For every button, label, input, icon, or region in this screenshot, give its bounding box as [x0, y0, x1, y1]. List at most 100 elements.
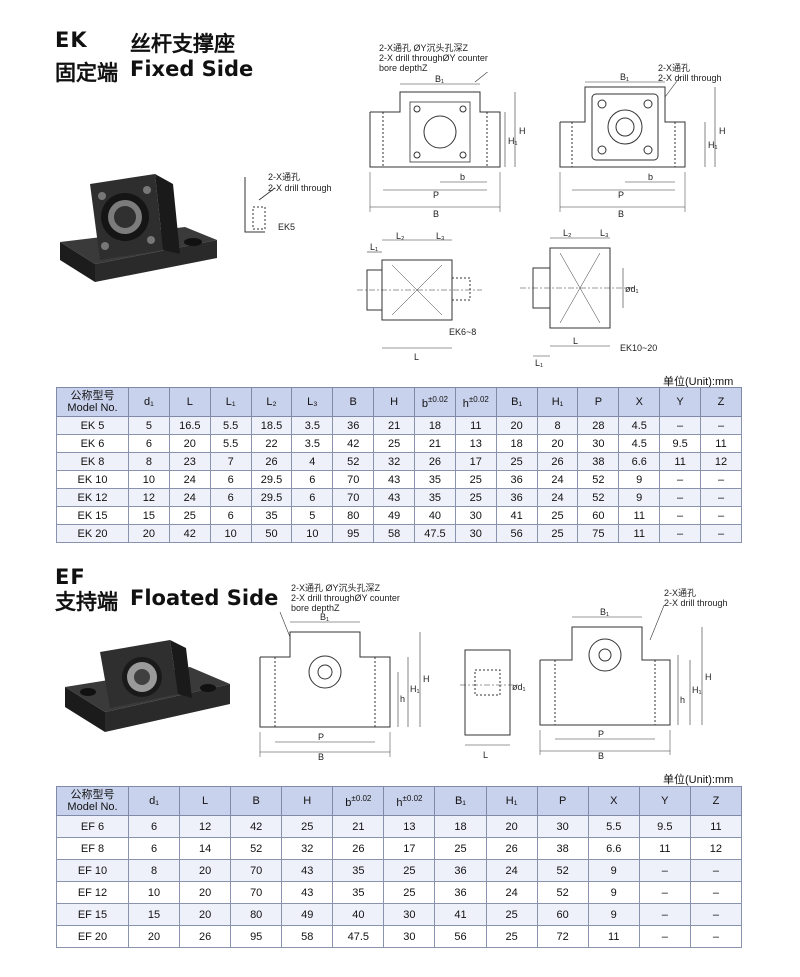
value-cell: 36	[495, 488, 538, 507]
ef-front-drawing: B₁ H H₁ h P B	[259, 612, 430, 762]
value-cell: 22	[250, 434, 293, 453]
value-cell: 10	[291, 524, 334, 543]
value-cell: 18	[414, 416, 456, 435]
value-cell: –	[700, 506, 742, 525]
ek-th-z: Z	[700, 387, 742, 417]
value-cell: 13	[454, 434, 497, 453]
value-cell: 18	[495, 434, 538, 453]
value-cell: 56	[434, 925, 487, 948]
value-cell: 8	[536, 416, 579, 435]
value-cell: –	[638, 925, 691, 948]
value-cell: 30	[536, 815, 589, 838]
value-cell: 9.5	[638, 815, 691, 838]
value-cell: 30	[454, 524, 497, 543]
ek68-section-drawing: L₂ L₃ L₁ L EK6~8	[357, 231, 482, 362]
ek2-dim-h1: H₁	[708, 140, 718, 150]
model-cell: EF 20	[56, 925, 129, 948]
ek-th-x: X	[618, 387, 661, 417]
value-cell: –	[659, 488, 702, 507]
ef2-dim-h: H	[705, 672, 712, 682]
value-cell: 26	[332, 837, 385, 860]
value-cell: 9	[618, 488, 661, 507]
value-cell: 6.6	[618, 452, 661, 471]
ef-th-b-small: b±0.02	[332, 786, 385, 816]
ef-note-th-cn: 2-X通孔	[664, 588, 697, 598]
ef-front-drawing-2: B₁ H H₁ h P B	[539, 605, 712, 760]
value-cell: 58	[373, 524, 416, 543]
model-cell: EF 15	[56, 903, 129, 926]
ef2-dim-bw: B	[598, 751, 604, 760]
ek-th-h: H	[373, 387, 416, 417]
value-cell: 25	[485, 925, 538, 948]
value-cell: 25	[454, 488, 497, 507]
value-cell: 25	[168, 506, 211, 525]
ek2-dim-bw: B	[618, 209, 624, 219]
value-cell: 30	[454, 506, 497, 525]
value-cell: 70	[230, 859, 283, 882]
value-cell: 52	[577, 470, 620, 489]
ek-dim-bw: B	[433, 209, 439, 219]
ek5-note-cn: 2-X通孔	[268, 172, 301, 182]
ek-side-cn: 固定端	[55, 61, 118, 85]
value-cell: 35	[332, 859, 385, 882]
value-cell: 43	[281, 859, 334, 882]
value-cell: 35	[414, 470, 456, 489]
value-cell: 12	[128, 488, 170, 507]
value-cell: 4	[291, 452, 334, 471]
ef-dim-h: H	[423, 674, 430, 684]
value-cell: 42	[230, 815, 283, 838]
value-cell: 24	[485, 881, 538, 904]
ek1020-dim-l1: L₁	[535, 358, 543, 368]
ek2-dim-h: H	[719, 126, 726, 136]
model-cell: EK 12	[56, 488, 129, 507]
ek-th-l2: L₂	[250, 387, 293, 417]
model-cell: EK 8	[56, 452, 129, 471]
value-cell: 17	[383, 837, 436, 860]
ef-code: EF	[55, 565, 86, 589]
ef-note-th-en: 2-X drill through	[664, 598, 728, 608]
ef-th-b: B	[230, 786, 283, 816]
ef-th-d1: d₁	[127, 786, 181, 816]
value-cell: 12	[179, 815, 232, 838]
value-cell: 36	[434, 859, 487, 882]
value-cell: 58	[281, 925, 334, 948]
ef-dim-b1: B₁	[320, 612, 329, 622]
value-cell: 20	[179, 859, 232, 882]
value-cell: 43	[373, 470, 416, 489]
value-cell: 16.5	[168, 416, 211, 435]
value-cell: 13	[383, 815, 436, 838]
value-cell: 25	[495, 452, 538, 471]
model-cell: EF 6	[56, 815, 129, 838]
value-cell: 11	[618, 524, 661, 543]
value-cell: –	[659, 506, 702, 525]
ek-front-drawing-2: B₁ H H₁ b P B	[559, 72, 726, 219]
value-cell: 40	[414, 506, 456, 525]
value-cell: 20	[179, 903, 232, 926]
value-cell: 70	[332, 470, 375, 489]
value-cell: 6.6	[587, 837, 640, 860]
value-cell: 18.5	[250, 416, 293, 435]
value-cell: –	[689, 903, 743, 926]
value-cell: 52	[230, 837, 283, 860]
value-cell: 4.5	[618, 416, 661, 435]
model-cell: EF 8	[56, 837, 129, 860]
value-cell: 47.5	[332, 925, 385, 948]
value-cell: 24	[168, 488, 211, 507]
value-cell: 4.5	[618, 434, 661, 453]
ek5-label: EK5	[278, 222, 296, 232]
value-cell: 20	[495, 416, 538, 435]
value-cell: 42	[332, 434, 375, 453]
value-cell: 3.5	[291, 416, 334, 435]
value-cell: 26	[250, 452, 293, 471]
ek-th-p: P	[577, 387, 620, 417]
value-cell: 38	[536, 837, 589, 860]
value-cell: 20	[179, 881, 232, 904]
value-cell: 80	[332, 506, 375, 525]
